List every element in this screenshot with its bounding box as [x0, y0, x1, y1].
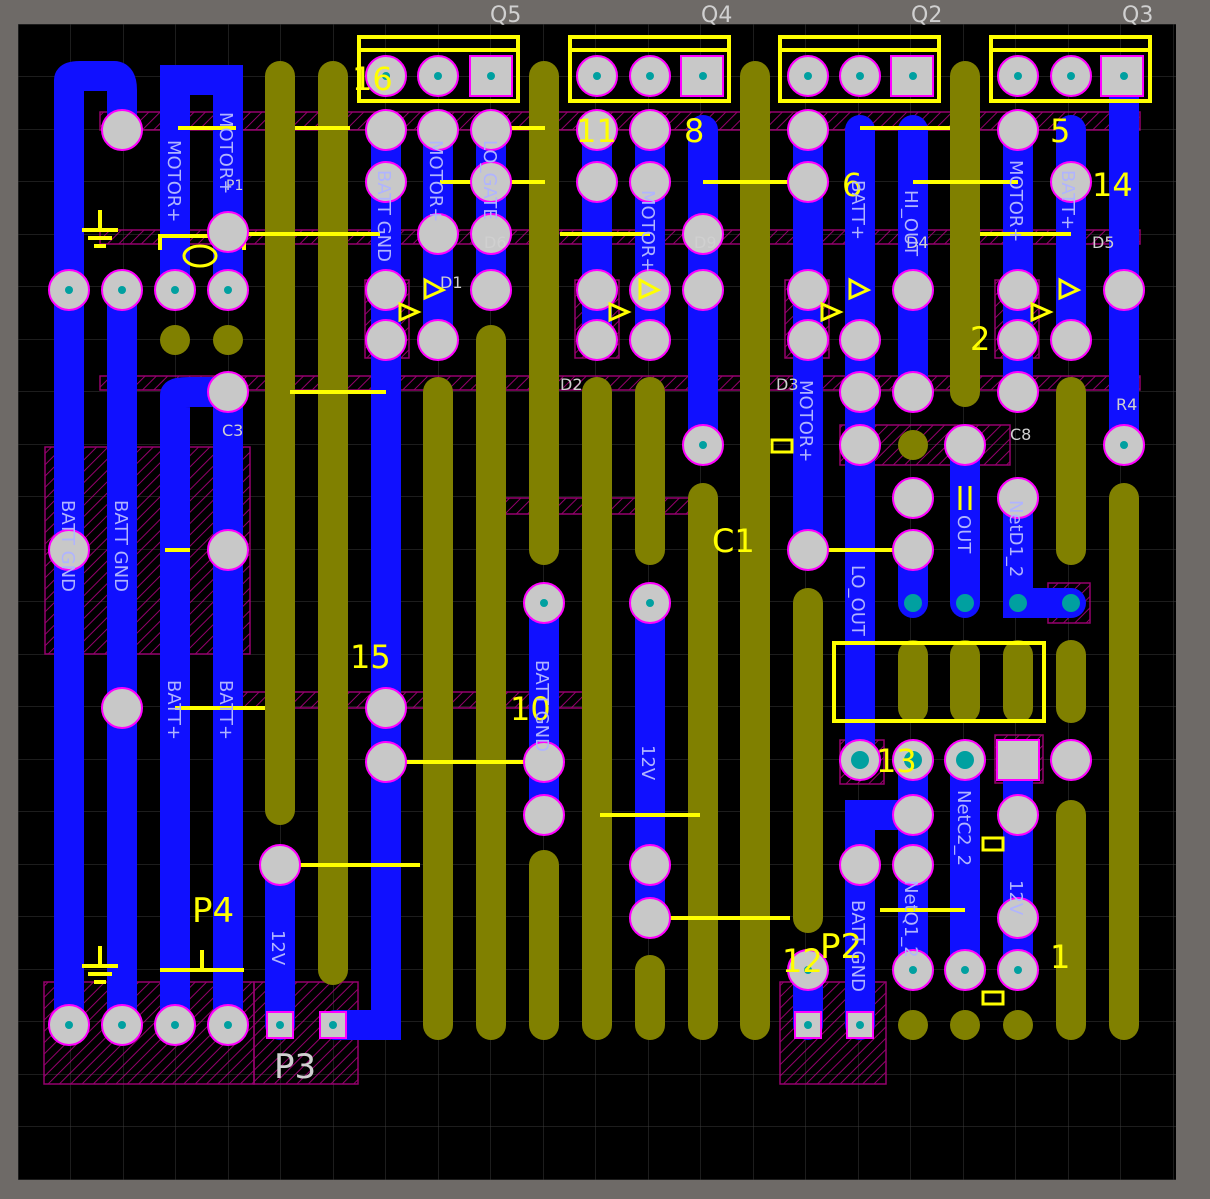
- net-batt-gnd-2: BATT GND: [57, 500, 78, 592]
- net-netc2-2: NetC2_2: [953, 790, 974, 866]
- c8-label: C8: [1010, 425, 1031, 444]
- net-batt-plus-4: BATT+: [1057, 170, 1078, 230]
- net-motor-plus-5: MOTOR+: [795, 380, 816, 462]
- net-netq1-2: NetQ1_2: [900, 880, 921, 958]
- pin-8: 8: [684, 112, 704, 150]
- d9-label: D9: [694, 233, 717, 252]
- d2-label: D2: [560, 375, 583, 394]
- p4-label: P4: [192, 891, 234, 931]
- d1-label: D1: [440, 273, 463, 292]
- net-hi-out: HI_OUT: [900, 190, 921, 257]
- net-motor-plus-1: MOTOR+: [215, 112, 236, 194]
- pin-14: 14: [1092, 166, 1133, 204]
- net-batt-plus-2: BATT+: [215, 680, 236, 740]
- net-out: OUT: [953, 515, 974, 554]
- d4-label: D4: [906, 233, 929, 252]
- net-12v-1: 12V: [267, 930, 288, 966]
- pin-16: 16: [352, 60, 393, 98]
- net-motor-plus-6: MOTOR+: [1005, 160, 1026, 242]
- net-12v-3: 12V: [1005, 880, 1026, 916]
- r4-label: R4: [1116, 395, 1137, 414]
- net-batt-gnd-4: BATT GND: [531, 660, 552, 752]
- q2-label: Q2: [911, 3, 942, 28]
- net-lo-out: LO_OUT: [847, 565, 868, 637]
- c1-label: C1: [712, 522, 755, 560]
- q5-label: Q5: [490, 3, 521, 28]
- net-12v-2: 12V: [637, 745, 658, 781]
- net-batt-plus-3: BATT+: [847, 180, 868, 240]
- pin-11: 11: [576, 112, 617, 150]
- c3-label: C3: [222, 421, 243, 440]
- top-via-dots: [160, 325, 1033, 1040]
- net-batt-plus-1: BATT+: [163, 680, 184, 740]
- pin-10: 10: [510, 690, 551, 728]
- net-lo-gate: LO_GATE: [479, 140, 500, 220]
- d3-label: D3: [776, 375, 799, 394]
- top-copper-layer: [265, 61, 1139, 1040]
- d6-label: D6: [484, 233, 507, 252]
- net-batt-gnd-3: BATT GND: [373, 170, 394, 262]
- pin-1: 1: [1050, 938, 1070, 976]
- pin-2: 2: [970, 320, 990, 358]
- p3-label: P3: [274, 1047, 316, 1087]
- net-batt-gnd-5: BATT GND: [847, 900, 868, 992]
- q4-label: Q4: [701, 3, 732, 28]
- small-part-marks: [182, 244, 1082, 1006]
- q3-label: Q3: [1122, 3, 1153, 28]
- net-netd1-2: NetD1_2: [1005, 500, 1026, 577]
- p1-label: P1: [226, 178, 243, 194]
- pads[interactable]: [48, 55, 1145, 1046]
- pin-6: 6: [842, 166, 862, 204]
- net-motor-plus-2: MOTOR+: [163, 140, 184, 222]
- pin-5: 5: [1050, 112, 1070, 150]
- d5-label: D5: [1092, 233, 1115, 252]
- pin-15: 15: [350, 638, 391, 676]
- pin-12: 12: [782, 942, 823, 980]
- pin-13: 13: [876, 742, 917, 780]
- via-holes: [65, 72, 1128, 1029]
- silkscreen-layer: [82, 35, 1152, 984]
- p2-label: P2: [820, 927, 862, 967]
- net-batt-gnd-1: BATT GND: [110, 500, 131, 592]
- net-motor-plus-4: MOTOR+: [637, 190, 658, 272]
- net-motor-plus-3: MOTOR+: [425, 140, 446, 222]
